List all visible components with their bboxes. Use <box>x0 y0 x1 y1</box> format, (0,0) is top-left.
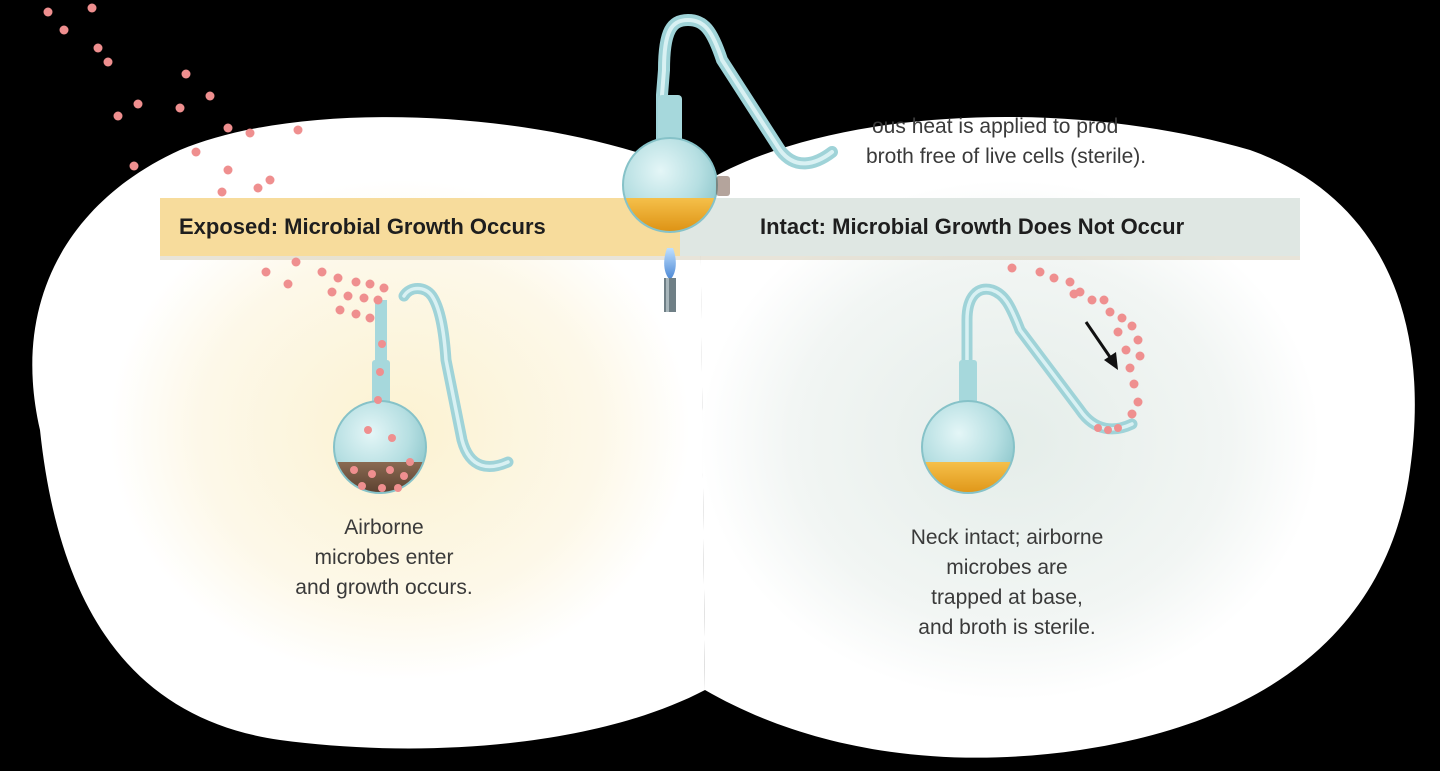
airborne-microbes-top <box>43 3 303 197</box>
arrow-icon <box>1084 321 1118 370</box>
top-caption: ous heat is applied to prod broth free o… <box>866 112 1146 172</box>
top-caption-line: ous heat is applied to prod <box>872 115 1119 138</box>
right-caption: Neck intact; airborne microbes are trapp… <box>866 523 1148 643</box>
right-caption-line: and broth is sterile. <box>918 616 1096 639</box>
right-caption-line: trapped at base, <box>931 586 1083 609</box>
left-caption-line: microbes enter <box>314 546 454 569</box>
bunsen-burner-icon <box>664 248 676 312</box>
top-caption-line: broth free of live cells (sterile). <box>866 145 1147 168</box>
left-caption: Airborne microbes enter and growth occur… <box>254 513 514 603</box>
intact-banner-label: Intact: Microbial Growth Does Not Occur <box>760 214 1185 239</box>
right-caption-line: microbes are <box>946 556 1068 579</box>
left-caption-line: and growth occurs. <box>295 576 473 599</box>
right-caption-line: Neck intact; airborne <box>910 526 1104 549</box>
left-caption-line: Airborne <box>344 516 424 539</box>
trapped-microbes-right <box>1007 263 1145 434</box>
microbes-entering-left <box>261 257 414 492</box>
right-banner-bar <box>680 198 1300 256</box>
left-banner-bar <box>160 198 680 256</box>
broken-neck-flask-icon <box>333 283 514 494</box>
exposed-banner-label: Exposed: Microbial Growth Occurs <box>179 214 546 239</box>
banner-shadow <box>160 256 1300 260</box>
